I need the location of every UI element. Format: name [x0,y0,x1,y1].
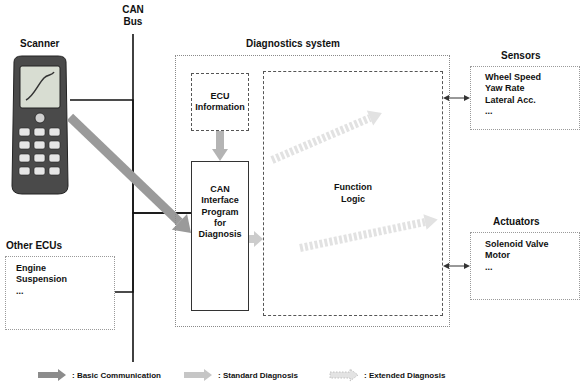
legend-item: : Basic Communication [36,368,161,382]
bus-label: CAN Bus [122,4,144,28]
legend-item: : Extended Diagnosis [328,368,445,382]
node-text: Wheel Speed [485,72,541,83]
scanner-picture [12,56,68,194]
legend-sample [36,368,68,382]
legend-item: : Standard Diagnosis [182,368,298,382]
bus-wire [115,213,191,292]
extended-arrow [272,111,382,160]
standard-diagnosis-arrow [249,235,254,243]
node-heading: Scanner [20,38,59,51]
signal-arrow [449,266,464,267]
system-boundary: Diagnostics systemECU InformationCAN Int… [175,55,450,327]
info-box: ECU Information [191,73,249,131]
legend-sample [182,368,214,382]
legend-text: : Extended Diagnosis [364,371,445,380]
node-text: ... [485,106,493,117]
sensor-box: SensorsWheel SpeedYaw RateLateral Acc...… [470,66,580,130]
ecu-group-box: Other ECUsEngineSuspension... [5,256,115,330]
node-heading: Sensors [501,50,540,63]
signal-arrow [449,98,464,99]
legend-sample [328,368,360,382]
node-text: Suspension [16,274,67,285]
bus-wire [70,100,191,213]
node-text: Function Logic [334,182,372,205]
node-heading: Diagnostics system [246,38,340,51]
node-text: ECU Information [195,91,244,114]
actuator-box: ActuatorsSolenoid ValveMotor... [470,232,580,300]
scanner-device: Scanner [8,55,70,195]
standard-diagnosis-arrow [216,131,224,149]
legend-text: : Standard Diagnosis [218,371,298,380]
node-text: ... [485,262,493,273]
node-text: ... [16,286,24,297]
node-text: Motor [485,250,510,261]
basic-communication-arrow [70,117,179,222]
node-text: Lateral Acc. [485,95,536,106]
node-text: Engine [16,263,46,274]
logic-box: Function Logic [263,71,443,316]
node-text: CAN Interface Program for Diagnosis [198,184,241,240]
interface-box: CAN Interface Program for Diagnosis [191,161,249,311]
node-text: Solenoid Valve [485,239,549,250]
node-text: Yaw Rate [485,83,525,94]
node-heading: Actuators [493,216,540,229]
extended-arrow [300,214,438,248]
node-heading: Other ECUs [6,240,62,253]
legend-text: : Basic Communication [72,371,161,380]
